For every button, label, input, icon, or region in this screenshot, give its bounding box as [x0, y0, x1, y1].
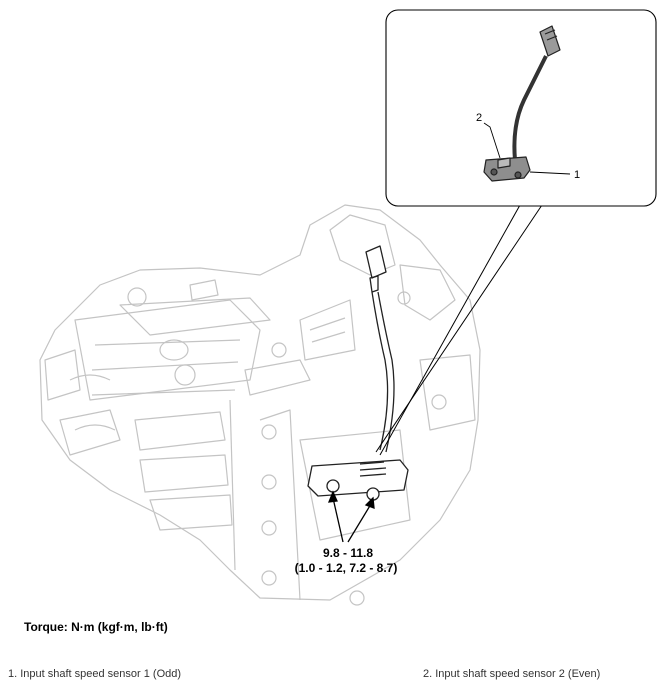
callout-label-2: 2 [476, 112, 482, 124]
transmission-diagram: 9.8 - 11.8 (1.0 - 1.2, 7.2 - 8.7) 2 1 [39, 9, 657, 606]
detail-leader-lines [375, 204, 543, 456]
transmission-housing [39, 204, 481, 606]
detail-sensor [483, 25, 561, 182]
torque-heading: Torque: N·m (kgf·m, lb·ft) [24, 620, 168, 634]
torque-value-alt: (1.0 - 1.2, 7.2 - 8.7) [295, 561, 398, 575]
legend-item-2: 2. Input shaft speed sensor 2 (Even) [423, 668, 601, 680]
legend-item-1: 1. Input shaft speed sensor 1 (Odd) [8, 668, 182, 680]
callout-leaders [483, 122, 571, 175]
sensor-assembly-main [307, 245, 409, 497]
torque-value: 9.8 - 11.8 [323, 546, 373, 560]
callout-label-1: 1 [574, 169, 580, 181]
mounting-bolt-left [326, 479, 340, 493]
torque-arrows [327, 490, 375, 543]
